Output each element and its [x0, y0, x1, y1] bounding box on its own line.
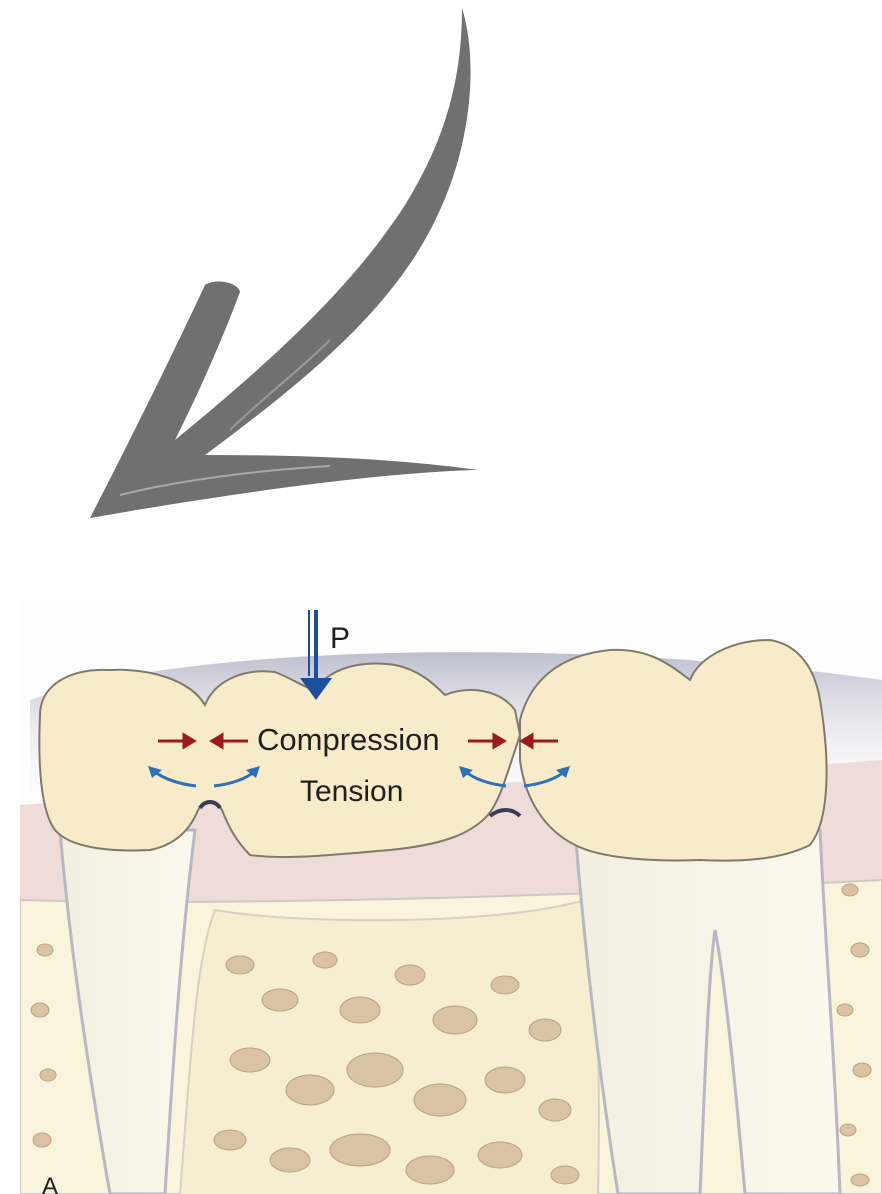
force-label: P — [330, 622, 350, 655]
right-crown — [520, 640, 827, 861]
big-pointer-arrow-icon — [90, 8, 478, 518]
tension-label: Tension — [300, 775, 403, 808]
dental-illustration: P Compression Tension A — [20, 600, 882, 1194]
compression-label: Compression — [257, 722, 440, 757]
panel-letter: A — [42, 1173, 58, 1194]
